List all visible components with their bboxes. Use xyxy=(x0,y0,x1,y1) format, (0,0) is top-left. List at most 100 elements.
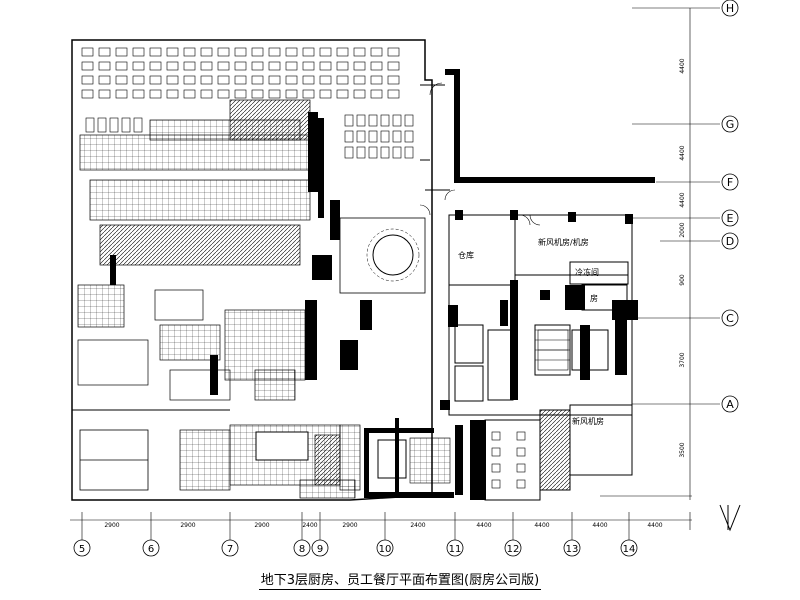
dining-table xyxy=(268,89,281,99)
dining-table xyxy=(132,47,145,57)
dining-table xyxy=(285,89,298,99)
dining-table xyxy=(234,47,247,57)
dining-table xyxy=(98,75,111,85)
dining-table xyxy=(353,75,366,85)
dining-table xyxy=(115,61,128,71)
dining-table xyxy=(98,47,111,57)
axis-bubble-E: E xyxy=(721,209,739,227)
dining-table xyxy=(370,47,383,57)
col-dim-label: 4400 xyxy=(647,522,662,529)
dining-table xyxy=(302,47,315,57)
dining-table xyxy=(217,89,230,99)
dining-table xyxy=(356,114,366,127)
dining-table xyxy=(336,61,349,71)
dining-table xyxy=(200,47,213,57)
dining-table xyxy=(353,89,366,99)
dining-table xyxy=(166,89,179,99)
staff-seat xyxy=(516,463,526,473)
meeting-table xyxy=(377,437,451,484)
dining-table xyxy=(133,117,143,133)
dining-table xyxy=(251,89,264,99)
dining-table xyxy=(285,75,298,85)
dining-table xyxy=(132,61,145,71)
row-dim-label: 4400 xyxy=(679,192,686,207)
dining-table xyxy=(268,75,281,85)
door-swings xyxy=(419,82,541,226)
svg-text:11: 11 xyxy=(449,544,462,555)
axis-bubble-13: 13 xyxy=(563,539,581,557)
drawing-title: 地下3层厨房、员工餐厅平面布置图(厨房公司版) xyxy=(258,573,542,590)
staff-seats xyxy=(491,431,526,489)
staff-seat xyxy=(516,479,526,489)
row-dim-label: 3700 xyxy=(679,352,686,367)
dining-table xyxy=(166,47,179,57)
svg-text:12: 12 xyxy=(507,544,520,555)
dining-table xyxy=(387,61,400,71)
dining-table xyxy=(268,47,281,57)
dining-table xyxy=(251,47,264,57)
dining-table xyxy=(81,89,94,99)
dining-table xyxy=(370,61,383,71)
svg-text:F: F xyxy=(727,176,733,189)
dining-table xyxy=(353,61,366,71)
dining-table xyxy=(149,47,162,57)
dining-table xyxy=(234,89,247,99)
svg-text:8: 8 xyxy=(299,544,305,555)
dining-table xyxy=(234,75,247,85)
dining-table xyxy=(115,47,128,57)
axis-bubble-8: 8 xyxy=(293,539,311,557)
kitchen-equipment xyxy=(77,99,361,499)
dining-table xyxy=(392,130,402,143)
dining-table xyxy=(200,61,213,71)
dining-table xyxy=(370,75,383,85)
dining-table xyxy=(387,47,400,57)
dining-table xyxy=(132,75,145,85)
dining-table xyxy=(302,75,315,85)
dining-table xyxy=(285,47,298,57)
dining-table xyxy=(404,130,414,143)
dining-table xyxy=(81,61,94,71)
axis-bubble-11: 11 xyxy=(446,539,464,557)
dining-table xyxy=(268,61,281,71)
axis-bubble-10: 10 xyxy=(376,539,394,557)
axis-bubble-D: D xyxy=(721,232,739,250)
axis-bubble-14: 14 xyxy=(620,539,638,557)
axis-bubble-6: 6 xyxy=(142,539,160,557)
dining-table xyxy=(149,61,162,71)
room-label-room-a: 房 xyxy=(590,293,598,303)
dining-table xyxy=(404,114,414,127)
north-arrow-icon xyxy=(719,504,741,532)
axis-bubble-C: C xyxy=(721,309,739,327)
staff-seat xyxy=(491,431,501,441)
dining-table xyxy=(217,61,230,71)
dining-table xyxy=(336,47,349,57)
dining-table xyxy=(85,117,95,133)
col-dim-label: 2900 xyxy=(104,522,119,529)
axis-bubble-A: A xyxy=(721,395,739,413)
svg-text:G: G xyxy=(726,118,735,131)
col-dim-label: 4400 xyxy=(592,522,607,529)
dining-table xyxy=(319,89,332,99)
dining-tables xyxy=(81,47,414,159)
room-label-new-storage: 新风机房/机房 xyxy=(538,237,589,247)
col-dim-label: 2900 xyxy=(342,522,357,529)
dining-table xyxy=(380,114,390,127)
dining-table xyxy=(356,146,366,159)
dining-table xyxy=(166,61,179,71)
axis-bubble-9: 9 xyxy=(311,539,329,557)
row-dim-label: 3500 xyxy=(679,442,686,457)
dining-table xyxy=(149,75,162,85)
axis-bubble-12: 12 xyxy=(504,539,522,557)
dining-table xyxy=(336,89,349,99)
dining-table xyxy=(251,75,264,85)
col-dim-label: 2400 xyxy=(302,522,317,529)
dining-table xyxy=(81,47,94,57)
dining-table xyxy=(149,89,162,99)
dining-table xyxy=(380,146,390,159)
svg-text:13: 13 xyxy=(566,544,579,555)
dining-table xyxy=(234,61,247,71)
svg-text:10: 10 xyxy=(379,544,392,555)
dining-table xyxy=(183,75,196,85)
col-dim-label: 2400 xyxy=(410,522,425,529)
